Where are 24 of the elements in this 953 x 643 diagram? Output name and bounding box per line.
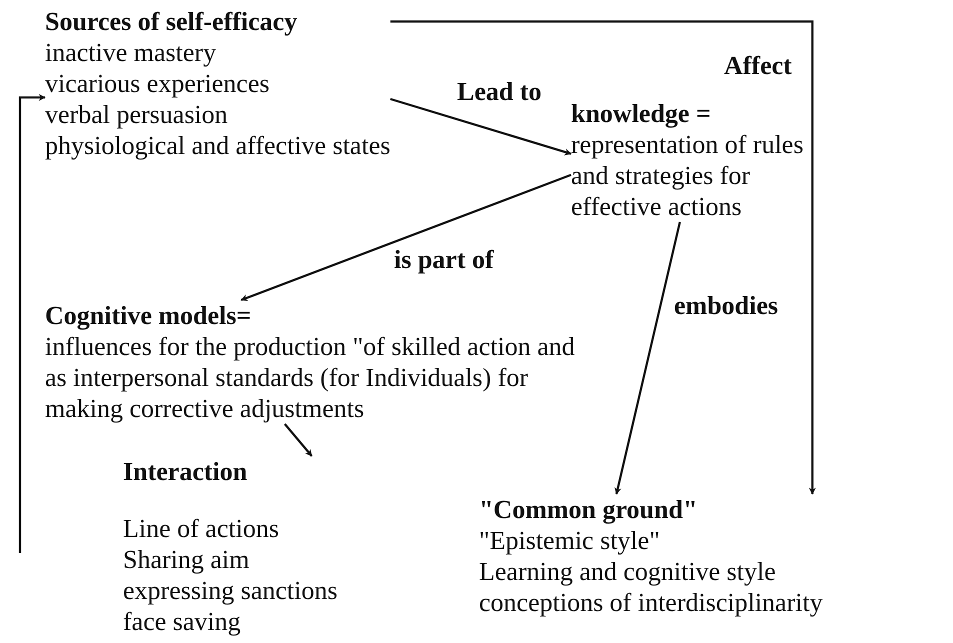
node-text: Learning and cognitive style <box>479 556 776 587</box>
arrow <box>390 20 816 495</box>
node-heading: Cognitive models= <box>45 300 252 331</box>
arrow <box>614 222 681 495</box>
node-text: face saving <box>123 606 241 637</box>
node-text: inactive mastery <box>45 37 216 68</box>
node-text: expressing sanctions <box>123 575 338 606</box>
node-text: representation of rules and strategies for effective actions <box>571 129 804 222</box>
arrow <box>284 423 313 457</box>
node-heading: "Common ground" <box>479 494 698 525</box>
node-text: influences for the production "of skilled action and as interpersonal standards (for Individuals) for making corrective adjustments <box>45 331 576 424</box>
node-heading: knowledge = <box>571 98 711 129</box>
node-heading: Sources of self-efficacy <box>45 6 298 37</box>
node-text: "Epistemic style" <box>479 525 660 556</box>
arrow <box>18 94 46 553</box>
arrow <box>240 174 572 302</box>
node-text: conceptions of interdisciplinarity <box>479 587 823 618</box>
node-text: vicarious experiences <box>45 68 270 99</box>
node-text: Sharing aim <box>123 544 250 575</box>
node-text: verbal persuasion <box>45 99 228 130</box>
arrow <box>390 98 572 156</box>
node-heading: Interaction <box>123 456 248 487</box>
node-text: physiological and affective states <box>45 130 390 161</box>
node-text: Line of actions <box>123 513 279 544</box>
